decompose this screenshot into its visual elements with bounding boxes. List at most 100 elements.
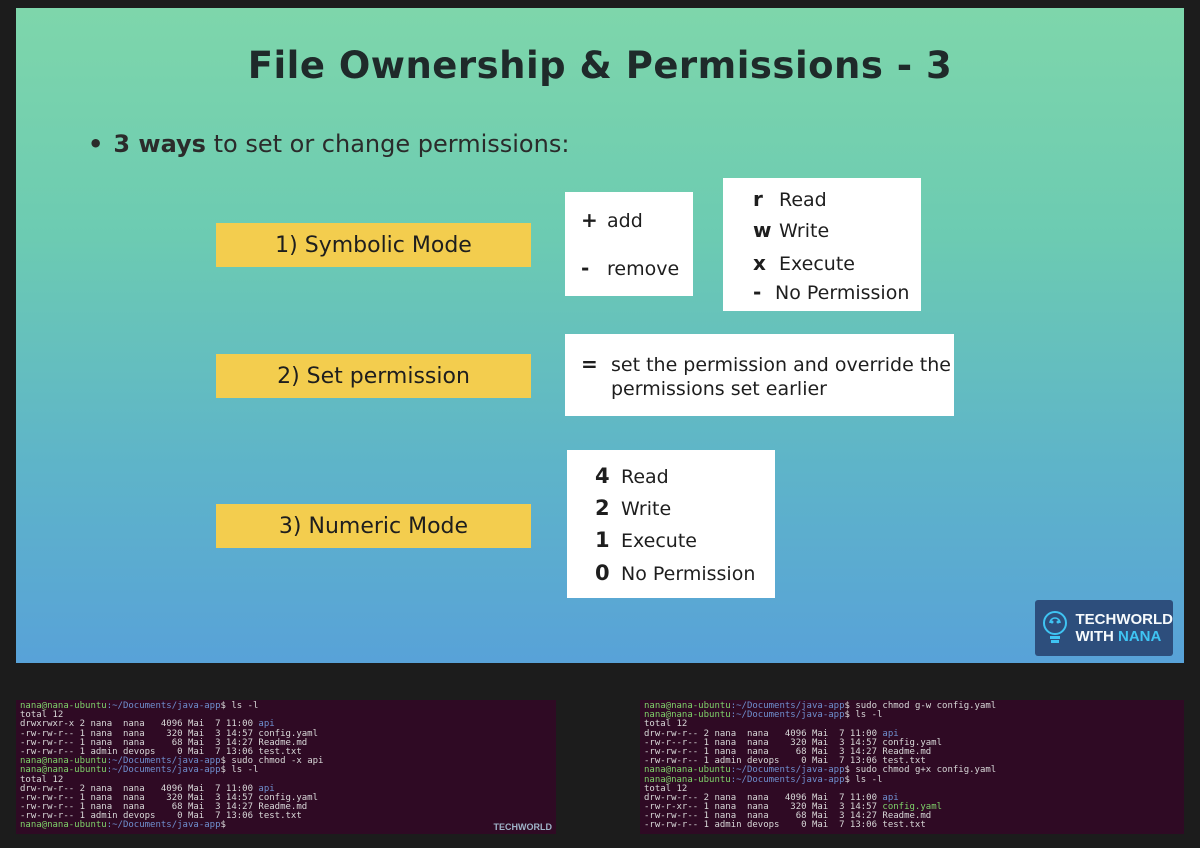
terminal-line: drwxrwxr-x 2 nana nana 4096 Mai 7 11:00 …	[20, 720, 552, 729]
num-label: Read	[621, 466, 669, 488]
perm-none: -No Permission	[753, 280, 909, 304]
terminal-output: -rw-rw-r-- 1 nana nana 68 Mai 3 14:27 Re…	[20, 802, 308, 813]
set-desc-line1: set the permission and override the	[611, 354, 951, 376]
num-value: 1	[595, 528, 610, 552]
terminal-line: -rw-rw-r-- 1 nana nana 68 Mai 3 14:27 Re…	[20, 737, 552, 748]
terminal-line: drw-rw-r-- 2 nana nana 4096 Mai 7 11:00 …	[644, 792, 1180, 803]
mode-label-symbolic: 1) Symbolic Mode	[216, 223, 531, 267]
set-permission-box: = set the permission and override the pe…	[565, 334, 954, 416]
perm-label: Write	[779, 220, 830, 242]
terminal-line: -rw-r-xr-- 1 nana nana 320 Mai 3 14:57 c…	[644, 802, 1180, 813]
perm-execute: x Execute	[753, 251, 855, 275]
terminal-output: total 12	[644, 783, 688, 794]
terminal-line: nana@nana-ubuntu:~/Documents/java-app$	[20, 821, 552, 830]
terminal-line: -rw-rw-r-- 1 nana nana 68 Mai 3 14:27 Re…	[644, 746, 1180, 757]
terminal-prompt-user: nana@nana-ubuntu	[644, 774, 731, 785]
terminal-prompt-user: nana@nana-ubuntu	[20, 701, 107, 711]
op-symbol: +	[581, 208, 598, 232]
num-label: No Permission	[621, 563, 756, 585]
perm-label: Execute	[779, 253, 855, 275]
terminal-line: -rw-rw-r-- 1 nana nana 320 Mai 3 14:57 c…	[20, 793, 552, 803]
terminal-command: $ ls -l	[844, 710, 883, 721]
op-symbol: -	[581, 256, 590, 280]
terminal-line: total 12	[644, 783, 1180, 794]
terminal-line: nana@nana-ubuntu:~/Documents/java-app$ l…	[644, 711, 1180, 720]
terminal-output: -rw-rw-r-- 1 admin devops 0 Mai 7 13:06 …	[20, 811, 302, 822]
terminal-line: -rw-rw-r-- 1 admin devops 0 Mai 7 13:06 …	[20, 812, 552, 821]
terminal-line: -rw-rw-r-- 1 admin devops 0 Mai 7 13:06 …	[644, 757, 1180, 766]
mode-label-set: 2) Set permission	[216, 354, 531, 398]
terminal-line: nana@nana-ubuntu:~/Documents/java-app$ s…	[644, 766, 1180, 775]
perm-symbol: x	[753, 251, 766, 275]
terminal-prompt-user: nana@nana-ubuntu	[20, 756, 107, 767]
op-remove: -remove	[581, 256, 679, 280]
perm-symbol: r	[753, 187, 763, 211]
terminal-command: $ sudo chmod -x api	[220, 756, 324, 767]
num-execute: 1 Execute	[595, 528, 697, 552]
terminal-window-left: nana@nana-ubuntu:~/Documents/java-app$ l…	[16, 700, 556, 834]
terminal-dir-name: api	[258, 783, 275, 794]
terminal-prompt-user: nana@nana-ubuntu	[20, 765, 107, 776]
terminal-prompt-user: nana@nana-ubuntu	[20, 820, 107, 831]
terminal-line: drw-rw-r-- 2 nana nana 4096 Mai 7 11:00 …	[644, 728, 1180, 739]
terminal-output: -rw-rw-r-- 1 nana nana 68 Mai 3 14:27 Re…	[20, 737, 308, 748]
techworld-brand-badge: TECHWORLD WITH NANA	[1035, 600, 1173, 656]
perm-label: Read	[779, 189, 827, 211]
terminal-line: total 12	[20, 711, 552, 720]
terminal-exec-name: config.yaml	[882, 802, 943, 813]
perm-read: r Read	[753, 187, 827, 211]
terminal-output: -rw-rw-r-- 1 admin devops 0 Mai 7 13:06 …	[644, 820, 926, 831]
symbolic-perms-box: r Read w Write x Execute -No Permission	[723, 178, 921, 311]
op-label: remove	[607, 258, 680, 280]
op-add: + add	[581, 208, 643, 232]
terminal-prompt-user: nana@nana-ubuntu	[644, 710, 731, 721]
terminal-line: nana@nana-ubuntu:~/Documents/java-app$ s…	[20, 757, 552, 766]
terminal-prompt-path: :~/Documents/java-app	[106, 701, 221, 711]
numeric-perms-box: 4 Read 2 Write 1 Execute 0 No Permission	[567, 450, 775, 598]
terminal-prompt-user: nana@nana-ubuntu	[644, 765, 731, 776]
terminal-prompt-path: :~/Documents/java-app	[106, 765, 221, 776]
terminal-prompt-path: :~/Documents/java-app	[730, 765, 845, 776]
num-value: 4	[595, 464, 610, 488]
terminal-output: -rw-rw-r-- 1 nana nana 68 Mai 3 14:27 Re…	[644, 746, 932, 757]
num-read: 4 Read	[595, 464, 669, 488]
terminal-output: -rw-rw-r-- 1 admin devops 0 Mai 7 13:06 …	[644, 756, 926, 767]
set-symbol: =	[581, 352, 598, 376]
presentation-slide: File Ownership & Permissions - 3 • 3 ways…	[16, 8, 1184, 663]
terminal-output: drw-rw-r-- 2 nana nana 4096 Mai 7 11:00	[644, 728, 883, 739]
terminal-prompt-user: nana@nana-ubuntu	[644, 701, 731, 711]
terminal-line: -rw-rw-r-- 1 nana nana 68 Mai 3 14:27 Re…	[644, 812, 1180, 821]
terminal-command: $ ls -l	[220, 765, 259, 776]
slide-title: File Ownership & Permissions - 3	[247, 44, 953, 87]
num-value: 0	[595, 561, 610, 585]
op-label: add	[607, 210, 643, 232]
terminal-output: -rw-rw-r-- 1 admin devops 0 Mai 7 13:06 …	[20, 746, 302, 757]
brand-text: TECHWORLD WITH NANA	[1075, 611, 1174, 645]
terminal-output: -rw-r--r-- 1 nana nana 320 Mai 3 14:57 c…	[644, 737, 943, 748]
terminal-command: $ ls -l	[844, 774, 883, 785]
terminal-line: -rw-rw-r-- 1 nana nana 68 Mai 3 14:27 Re…	[20, 802, 552, 813]
num-label: Write	[621, 498, 672, 520]
bullet-dot: •	[88, 130, 104, 158]
terminal-command: $ sudo chmod g+x config.yaml	[844, 765, 997, 776]
terminal-output: -rw-rw-r-- 1 nana nana 68 Mai 3 14:27 Re…	[644, 811, 932, 822]
terminal-dir-name: api	[258, 719, 275, 730]
perm-write: w Write	[753, 218, 829, 242]
terminal-dir-name: api	[882, 792, 899, 803]
num-label: Execute	[621, 530, 697, 552]
terminal-prompt-path: :~/Documents/java-app	[106, 756, 221, 767]
num-value: 2	[595, 496, 610, 520]
bullet-bold-text: 3 ways	[113, 130, 206, 158]
terminal-command: $ sudo chmod g-w config.yaml	[844, 701, 997, 711]
terminal-output: drw-rw-r-- 2 nana nana 4096 Mai 7 11:00	[20, 783, 259, 794]
terminal-output: total 12	[20, 774, 64, 785]
terminal-output: drwxrwxr-x 2 nana nana 4096 Mai 7 11:00	[20, 719, 259, 730]
terminal-watermark: TECHWORLD	[493, 821, 553, 832]
bullet-point: •3 ways to set or change permissions:	[88, 130, 569, 158]
mode-label-numeric: 3) Numeric Mode	[216, 504, 531, 548]
perm-symbol: w	[753, 218, 772, 242]
terminal-line: drw-rw-r-- 2 nana nana 4096 Mai 7 11:00 …	[20, 783, 552, 794]
terminal-line: nana@nana-ubuntu:~/Documents/java-app$ l…	[644, 774, 1180, 785]
terminal-line: total 12	[20, 774, 552, 785]
perm-label: No Permission	[775, 282, 910, 304]
